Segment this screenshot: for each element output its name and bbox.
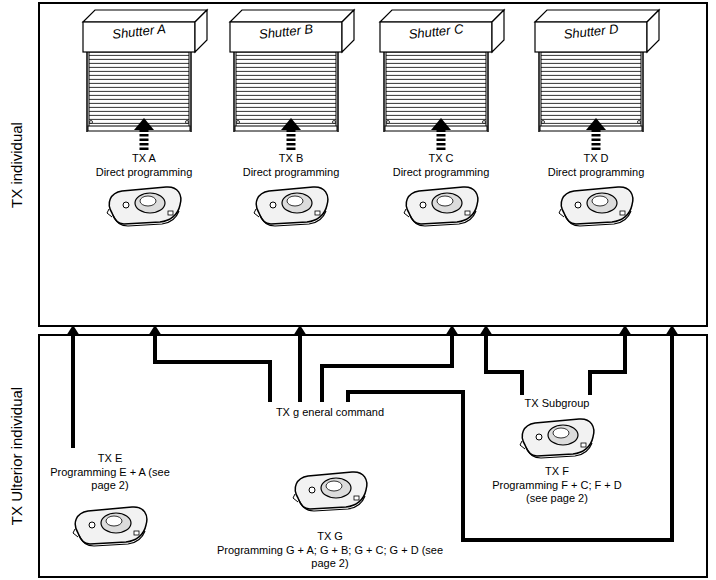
transmitter: TX g eneral command TX GProgramming G + A… [205, 402, 455, 576]
arrow-line [287, 130, 296, 150]
command-arrow [66, 325, 80, 448]
arrow-head [586, 118, 606, 130]
arrow-line [348, 336, 672, 540]
transmitter: TX CDirect programming [376, 150, 516, 325]
command-arrow [148, 325, 270, 402]
striped-arrow [134, 118, 154, 150]
node-title: TX A [74, 152, 214, 165]
transmitter: TX ADirect programming [58, 150, 228, 325]
node-title: TX C [371, 152, 511, 165]
arrow-line [592, 130, 601, 150]
node-title: TX Subgroup [482, 397, 632, 410]
node-title: Shutter D [536, 18, 647, 44]
shutter: Shutter B [232, 10, 350, 118]
arrow-line [298, 336, 302, 402]
transmitter: TX EProgramming E + A (see page 2) [45, 448, 175, 568]
striped-arrow [281, 118, 301, 150]
panel-band: TX individualShutter AShutter BShutter C… [38, 2, 708, 327]
node-title: TX E [50, 452, 170, 465]
striped-arrow [431, 118, 451, 150]
shutter: Shutter A [85, 10, 203, 118]
node-title: TX D [526, 152, 666, 165]
node-note: Programming G + A; G + B; G + C; G + D (… [212, 544, 448, 570]
node-note: TX G [215, 530, 445, 543]
striped-arrow [586, 118, 606, 150]
node-note: Direct programming [221, 166, 361, 179]
arrow-head [281, 118, 301, 130]
side-label: TX individual [8, 122, 25, 208]
command-arrow [348, 325, 679, 540]
shutter: Shutter C [382, 10, 500, 118]
panel-band: TX Ulterior individualTX EProgramming E … [38, 334, 708, 578]
transmitter: TX DDirect programming [520, 150, 705, 325]
arrow-line [71, 336, 75, 448]
arrow-line [140, 130, 149, 150]
side-label: TX Ulterior individual [8, 387, 25, 525]
transmitter: TX BDirect programming [232, 150, 372, 325]
arrow-head [431, 118, 451, 130]
arrow-line [486, 336, 522, 395]
node-title: Shutter C [381, 18, 492, 44]
node-note: Programming F + C; F + D (see page 2) [482, 479, 632, 505]
node-note: Direct programming [74, 166, 214, 179]
node-note: TX F [482, 465, 632, 478]
transmitter: TX Subgroup TX FProgramming F + C; F + D … [475, 395, 640, 530]
arrow-line [437, 130, 446, 150]
node-title: Shutter B [231, 18, 342, 44]
node-title: TX g eneral command [230, 406, 430, 419]
arrow-head [134, 118, 154, 130]
node-note: Programming E + A (see page 2) [50, 466, 170, 492]
node-note: Direct programming [371, 166, 511, 179]
node-note: Direct programming [526, 166, 666, 179]
command-arrow [293, 325, 307, 402]
arrow-line [155, 336, 270, 402]
node-title: TX B [221, 152, 361, 165]
arrow-line [590, 336, 625, 395]
shutter: Shutter D [537, 10, 655, 118]
node-title: Shutter A [84, 18, 195, 44]
